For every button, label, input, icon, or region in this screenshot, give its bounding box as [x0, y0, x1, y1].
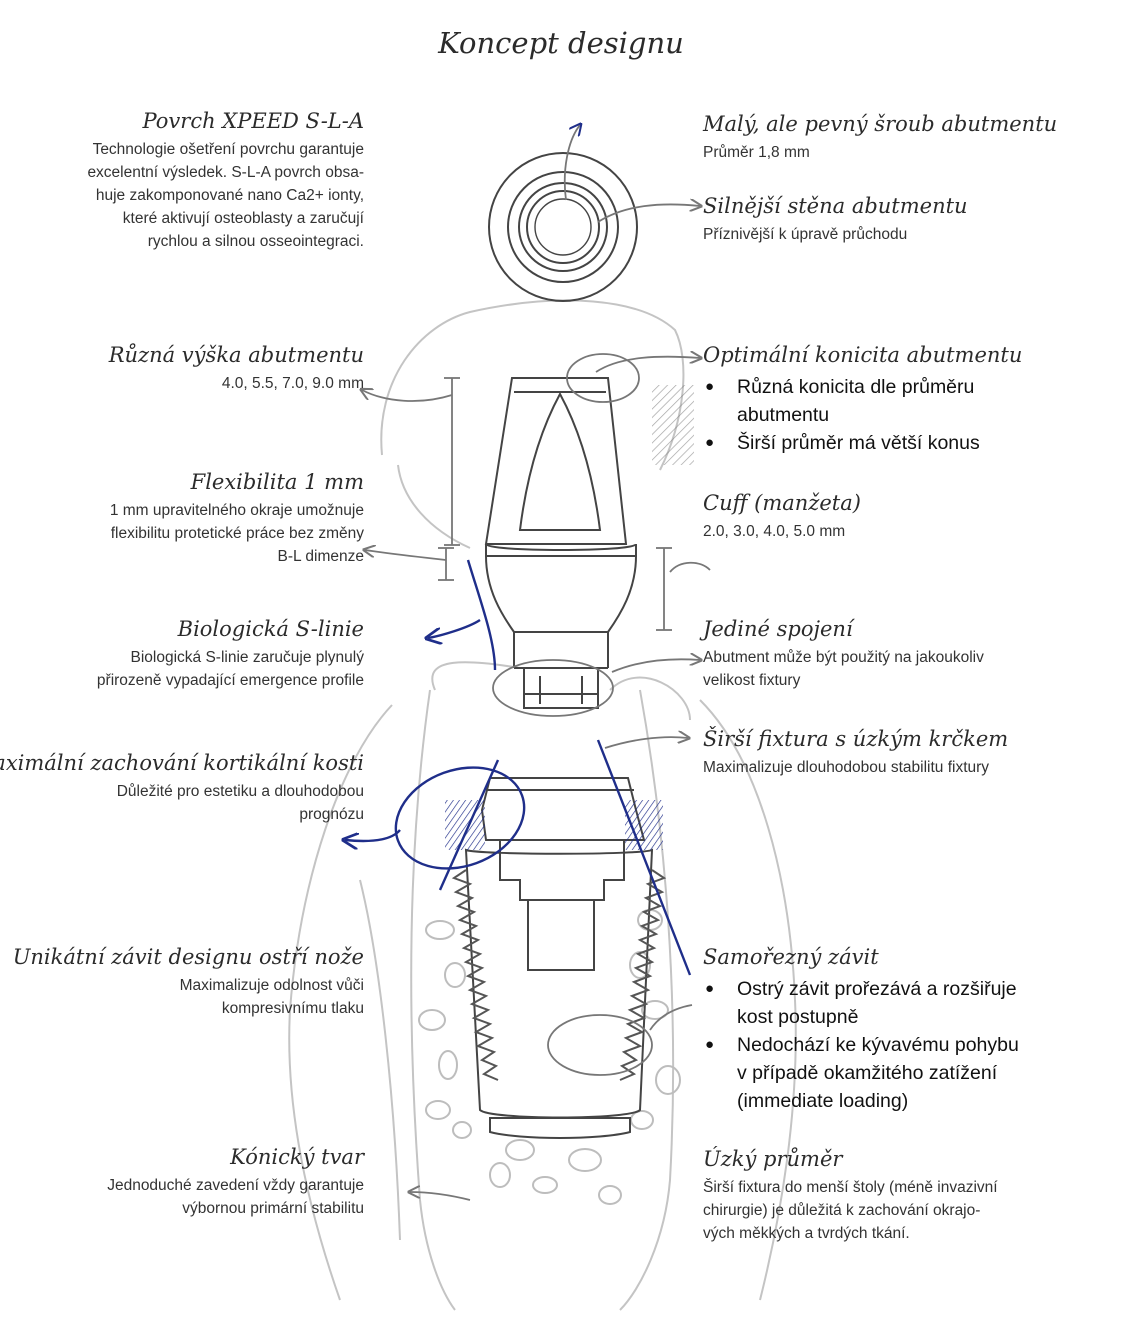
right-callout-cuff: Cuff (manžeta) 2.0, 3.0, 4.0, 5.0 mm — [703, 490, 861, 543]
callout-text: prognózu — [299, 806, 364, 823]
page-title: Koncept designu — [438, 26, 684, 60]
dimension-brackets — [438, 353, 672, 1076]
left-callout-conical: Kónický tvar Jednoduché zavedení vždy ga… — [107, 1144, 364, 1220]
arrows — [362, 125, 711, 1201]
callout-text: vých měkkých a tvrdých tkání. — [703, 1225, 910, 1242]
callout-text: Příznivější k úpravě průchodu — [703, 226, 908, 243]
bone-texture — [418, 909, 681, 1205]
callout-text: 1 mm upravitelného okraje umožnuje — [109, 502, 364, 519]
callout-heading: Unikátní závit designu ostří nože — [12, 945, 364, 969]
callout-text: Průměr 1,8 mm — [703, 144, 810, 161]
callout-text: Biologická S-linie zaručuje plynulý — [130, 649, 364, 666]
bullet-item: Nedochází ke kývavému pohybu v případě o… — [703, 1031, 1019, 1115]
callout-text: výbornou primární stabilitu — [182, 1200, 364, 1217]
callout-heading: Maximální zachování kortikální kosti — [0, 751, 364, 775]
callout-text: 4.0, 5.5, 7.0, 9.0 mm — [221, 375, 364, 392]
abutment — [484, 377, 637, 709]
bullet-item: Širší průměr má větší konus — [703, 429, 1022, 457]
callout-text: Jednoduché zavedení vždy garantuje — [107, 1177, 364, 1194]
callout-heading: Optimální konicita abutmentu — [703, 343, 1023, 367]
callout-text: excelentní výsledek. S-L-A povrch obsa- — [87, 164, 364, 181]
right-callout-connection: Jediné spojení Abutment může být použitý… — [703, 616, 984, 692]
callout-heading: Silnější stěna abutmentu — [703, 194, 968, 218]
callout-heading: Malý, ale pevný šroub abutmentu — [703, 112, 1058, 136]
cortical-bone-left-hatch — [445, 800, 485, 850]
bullet-text: Nedochází ke kývavému pohybu — [737, 1034, 1019, 1056]
callout-heading: Kónický tvar — [230, 1145, 364, 1169]
callout-text: Technologie ošetření povrchu garantuje — [92, 141, 364, 158]
right-callout-conicity: Optimální konicita abutmentu Různá konic… — [703, 342, 1022, 457]
callout-heading: Povrch XPEED S-L-A — [142, 109, 365, 133]
left-callout-flexibility: Flexibilita 1 mm 1 mm upravitelného okra… — [110, 469, 364, 568]
callout-heading: Jediné spojení — [703, 617, 853, 641]
right-callout-wall: Silnější stěna abutmentu Příznivější k ú… — [703, 193, 968, 246]
right-callout-self-tapping: Samořezný závit Ostrý závit prořezává a … — [703, 944, 1019, 1115]
callout-text: flexibilitu protetické práce bez změny — [110, 525, 364, 542]
right-callout-fixture-neck: Širší fixtura s úzkým krčkem Maximalizuj… — [703, 726, 1008, 779]
bullet-text: abutmentu — [737, 404, 830, 426]
left-callout-thread: Unikátní závit designu ostří nože Maxima… — [13, 944, 364, 1020]
bullet-text: Různá konicita dle průměru — [737, 376, 975, 398]
callout-heading: Biologická S-linie — [177, 617, 364, 641]
callout-heading: Flexibilita 1 mm — [190, 470, 364, 494]
right-callout-narrow-diameter: Úzký průměr Širší fixtura do menší štoly… — [703, 1146, 998, 1245]
callout-text: Maximalizuje odolnost vůči — [179, 977, 364, 994]
soft-tissue-hatch — [652, 385, 694, 465]
abutment-top-view — [488, 152, 638, 302]
right-callout-screw: Malý, ale pevný šroub abutmentu Průměr 1… — [703, 111, 1057, 164]
bullet-text: Širší průměr má větší konus — [737, 432, 980, 454]
callout-heading: Různá výška abutmentu — [108, 343, 364, 367]
left-callout-s-line: Biologická S-linie Biologická S-linie za… — [97, 616, 364, 692]
bullet-text: v případě okamžitého zatížení — [737, 1062, 998, 1084]
bullet-text: Ostrý závit prořezává a rozšiřuje — [737, 978, 1017, 1000]
callout-text: Důležité pro estetiku a dlouhodobou — [116, 783, 364, 800]
left-callout-cortical-bone: Maximální zachování kortikální kosti Důl… — [0, 750, 364, 826]
callout-text: Širší fixtura do menší štoly (méně invaz… — [703, 1179, 998, 1196]
blue-annotations — [345, 559, 692, 976]
bullet-text: kost postupně — [737, 1006, 859, 1028]
callout-text: B-L dimenze — [277, 548, 364, 565]
bullet-item: Ostrý závit prořezává a rozšiřuje kost p… — [703, 975, 1019, 1031]
callout-text: huje zakomponované nano Ca2+ ionty, — [95, 187, 364, 204]
bullet-item: Různá konicita dle průměru abutmentu — [703, 373, 1022, 429]
callout-text: kompresivnímu tlaku — [221, 1000, 364, 1017]
callout-text: chirurgie) je důležitá k zachování okraj… — [703, 1202, 981, 1219]
callout-text: Abutment může být použitý na jakoukoliv — [703, 649, 984, 666]
callout-text: Maximalizuje dlouhodobou stabilitu fixtu… — [703, 759, 990, 776]
callout-text: velikost fixtury — [703, 672, 801, 689]
fixture — [464, 777, 654, 1139]
left-callout-abutment-height: Různá výška abutmentu 4.0, 5.5, 7.0, 9.0… — [109, 342, 364, 395]
callout-text: rychlou a silnou osseointegraci. — [147, 233, 364, 250]
bullet-text: (immediate loading) — [737, 1090, 909, 1112]
callout-text: 2.0, 3.0, 4.0, 5.0 mm — [703, 523, 846, 540]
callout-heading: Samořezný závit — [703, 945, 879, 969]
left-callout-surface: Povrch XPEED S-L-A Technologie ošetření … — [87, 108, 364, 253]
callout-heading: Širší fixtura s úzkým krčkem — [703, 727, 1009, 751]
callout-text: které aktivují osteoblasty a zaručují — [122, 210, 364, 227]
fixture-threads — [451, 869, 667, 1081]
callout-heading: Úzký průměr — [703, 1147, 843, 1171]
callout-heading: Cuff (manžeta) — [703, 491, 861, 515]
callout-text: přirozeně vypadající emergence profile — [96, 672, 364, 689]
